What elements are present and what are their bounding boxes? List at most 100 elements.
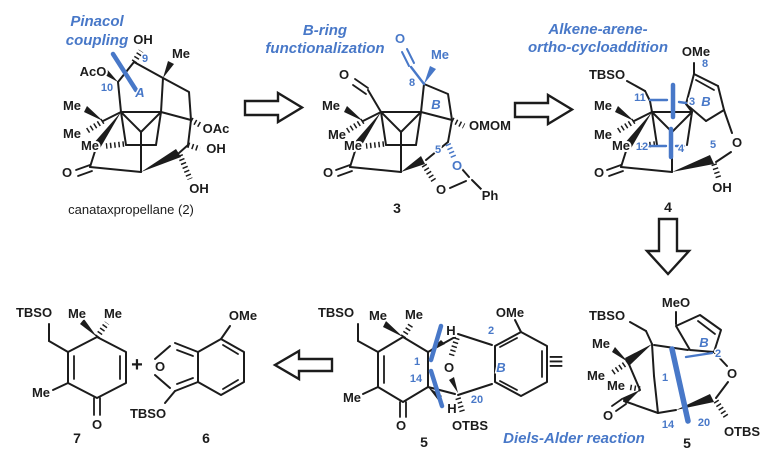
hydroxyl-label: OH [133,32,153,47]
atom-number-10: 10 [101,82,113,94]
acetoxy-label: OAc [203,121,230,136]
atom-number-5: 5 [435,144,441,156]
methyl-label: Me [607,378,625,393]
otbs-label: OTBS [452,418,488,433]
atom-number-2: 2 [488,325,494,337]
omom-label: OMOM [469,118,511,133]
compound-7-skeleton [48,319,127,416]
compound-6-caption: 6 [202,430,210,446]
atom-number-8: 8 [409,77,415,89]
retro-arrow-right-2 [513,92,575,127]
compound-2-skeleton [75,49,204,181]
bond-cleavage-marker-pinacol [110,51,139,93]
atom-number-8: 8 [702,58,708,70]
compound-3: O O Me 8 B Me Me Me OMOM 5 O O Ph O 3 [320,29,513,216]
ring-b-label: B [431,97,440,112]
atom-number-3: 3 [689,96,695,108]
methoxy-label: OMe [682,44,710,59]
atom-number-12: 12 [636,141,648,153]
tbso-label: TBSO [589,67,625,82]
ring-a-label: A [134,85,144,100]
step-label-pinacol-coupling: Pinacol coupling [66,13,129,49]
compound-4-skeleton [606,62,733,180]
compound-2-canataxpropellane: OH 9 Me AcO 10 A Me Me Me OAc OH O OH ca… [60,30,231,217]
methyl-label-blue: Me [431,47,449,62]
methyl-label: Me [63,98,81,113]
acetal-oxygen-label-blue: O [452,158,462,173]
tbso-label: TBSO [589,308,625,323]
methoxy-label: MeO [662,295,690,310]
ketone-oxygen-label: O [594,165,604,180]
atom-number-4: 4 [678,143,685,155]
plus-operator: + [131,354,143,376]
methyl-label: Me [612,138,630,153]
compound-7: TBSO Me Me Me O 7 [14,303,127,446]
ring-b-label: B [701,94,710,109]
methyl-label: Me [322,98,340,113]
phenyl-label: Ph [482,188,499,203]
furan-oxygen-label: O [155,359,165,374]
compound-5-3d-cleavage-markers [669,346,714,424]
step-text: functionalization [265,40,384,57]
methyl-label: Me [343,390,361,405]
methoxy-label: OMe [496,305,524,320]
compound-3-blue-aldehyde [401,48,457,160]
atom-number-1: 1 [414,356,420,368]
compound-5-3d: MeO TBSO Me Me Me B 2 1 14 20 O O OTBS 5 [585,293,762,451]
methyl-label: Me [172,46,190,61]
methyl-label: Me [32,385,50,400]
hydrogen-label: H [446,323,455,338]
methyl-label: Me [592,336,610,351]
compound-4-caption: 4 [664,199,672,215]
methyl-label: Me [587,368,605,383]
bridge-oxygen-label: O [444,360,454,375]
aldehyde-oxygen-label-blue: O [395,31,405,46]
methyl-label: Me [594,127,612,142]
atom-number-9: 9 [142,53,148,65]
step-label-diels-alder: Diels-Alder reaction [503,430,645,447]
step-text: B-ring [303,22,347,39]
atom-number-20: 20 [471,394,483,406]
acetoxy-label: AcO [80,64,107,79]
retro-arrow-down [644,217,692,276]
step-text: Alkene-arene- [547,21,647,38]
compound-4: OMe 8 TBSO 11 3 B Me Me Me 12 4 5 O OH O… [587,42,744,215]
atom-number-5: 5 [710,139,716,151]
methyl-label: Me [104,306,122,321]
methyl-label: Me [344,138,362,153]
aldehyde-oxygen-label: O [339,67,349,82]
methyl-label: Me [63,126,81,141]
equivalence-sign: ≡ [548,346,563,376]
tbso-label: TBSO [318,305,354,320]
methyl-label: Me [369,308,387,323]
ring-b-label: B [699,335,708,350]
compound-2-caption: canataxpropellane (2) [68,202,194,217]
retro-arrow-left [272,348,334,382]
compound-5-flat: TBSO Me Me H H Me 1 14 2 20 O O B OMe OT… [316,303,548,450]
ketone-oxygen-label: O [323,165,333,180]
compound-5-caption: 5 [420,434,428,450]
atom-number-14: 14 [410,373,423,385]
tbso-label: TBSO [16,305,52,320]
ring-b-label: B [496,360,505,375]
compound-5-cleavage-markers [428,323,445,409]
ring-oxygen-label: O [727,366,737,381]
compound-6: O OMe TBSO 6 [128,306,259,446]
methyl-label: Me [405,307,423,322]
step-text: ortho-cycloaddition [528,39,668,56]
compound-3-skeleton [335,78,482,190]
atom-number-11: 11 [634,92,646,104]
methyl-label: Me [68,306,86,321]
compound-3-caption: 3 [393,200,401,216]
ketone-oxygen-label: O [603,408,613,423]
hydroxyl-label: OH [712,180,732,195]
ketone-oxygen-label: O [62,165,72,180]
hydrogen-label: H [447,401,456,416]
ketone-oxygen-label: O [396,418,406,433]
step-label-b-ring-functionalization: B-ring functionalization [265,22,384,57]
methyl-label: Me [594,98,612,113]
hydroxyl-label: OH [206,141,226,156]
atom-number-14: 14 [662,419,675,431]
methoxy-label: OMe [229,308,257,323]
